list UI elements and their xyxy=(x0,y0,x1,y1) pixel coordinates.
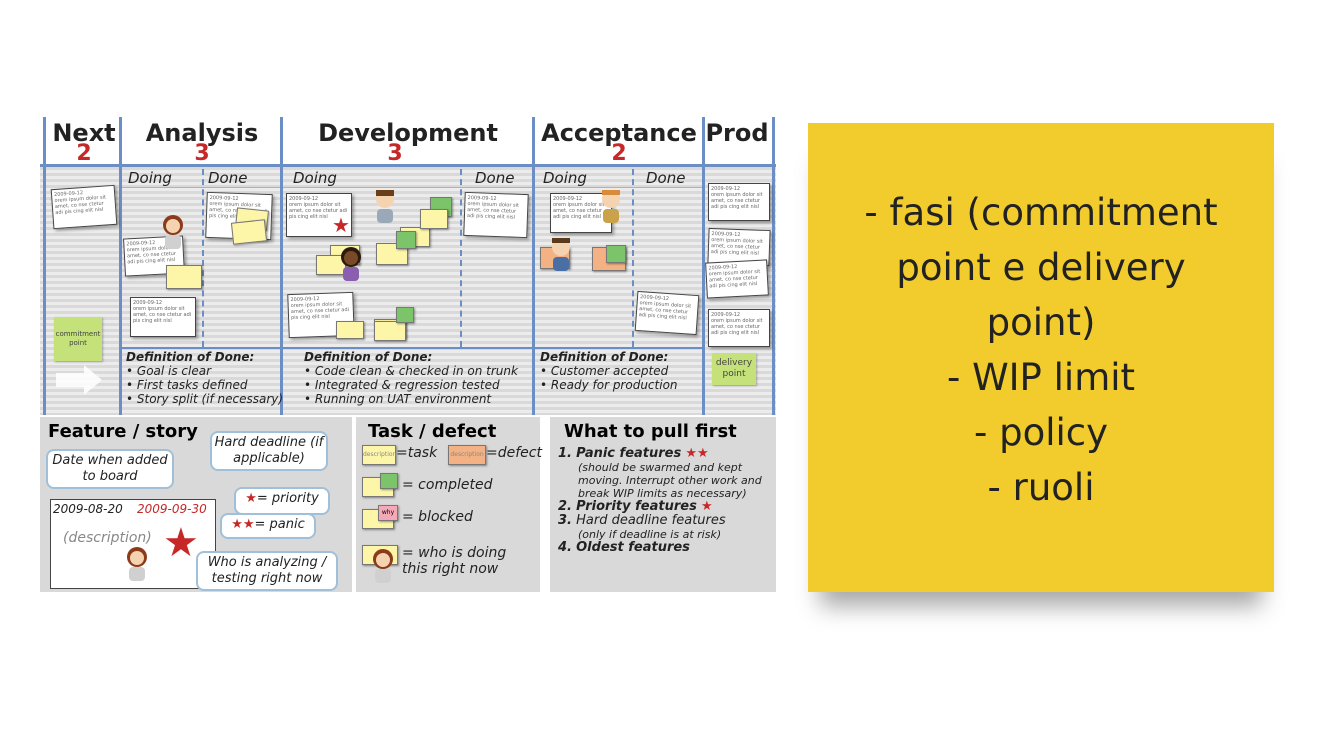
note-line: point e delivery xyxy=(896,246,1186,289)
dod-acceptance: Definition of Done: • Customer accepted … xyxy=(540,350,678,392)
developer-avatar-icon xyxy=(373,549,393,583)
kanban-board-image: Next 2 Analysis 3 Development 3 Acceptan… xyxy=(40,117,776,592)
legend-what-to-pull-first: What to pull first 1. Panic features ★★ … xyxy=(550,417,776,592)
col-analysis-title: Analysis xyxy=(145,119,259,147)
task-completed-sticky xyxy=(396,231,416,249)
task-sticky xyxy=(336,321,364,339)
col-divider xyxy=(43,117,46,415)
task-sticky xyxy=(230,219,268,245)
legend-feature-story: Feature / story Date when added to board… xyxy=(40,417,352,592)
sticky-note: - fasi (commitment point e delivery poin… xyxy=(808,123,1274,592)
developer-avatar-icon xyxy=(376,190,394,223)
col-prod-title: Prod xyxy=(705,119,769,147)
commitment-point-marker: commitment point xyxy=(54,317,102,361)
task-completed-sticky xyxy=(606,245,626,263)
col-acceptance-title: Acceptance xyxy=(541,119,697,147)
col-divider xyxy=(532,117,535,415)
who-analyzing-bubble: Who is analyzing / testing right now xyxy=(196,551,338,591)
acceptance-doing-label: Doing xyxy=(543,169,587,187)
note-line: - fasi (commitment xyxy=(864,191,1218,234)
completed-icon xyxy=(380,473,398,489)
arrow-right-icon xyxy=(56,365,102,395)
task-sticky xyxy=(166,265,202,289)
delivery-point-marker: delivery point xyxy=(712,353,756,385)
dev-doing-label: Doing xyxy=(293,169,337,187)
col-next-wip: 2 xyxy=(76,141,92,166)
dev-done-label: Done xyxy=(475,169,515,187)
sample-story-card: 2009-08-20 2009-09-30 (description) ★ xyxy=(50,499,216,589)
panic-bubble: ★★= panic xyxy=(220,513,316,539)
dod-analysis: Definition of Done: • Goal is clear • Fi… xyxy=(126,350,284,406)
task-sticky xyxy=(374,321,406,341)
tester-avatar-icon xyxy=(602,190,620,223)
note-line: - WIP limit xyxy=(946,356,1136,399)
priority-star-icon: ★ xyxy=(163,520,199,566)
header-line xyxy=(40,164,776,167)
note-line: point) xyxy=(986,301,1096,344)
col-acceptance-wip: 2 xyxy=(611,141,627,166)
col-analysis-wip: 3 xyxy=(194,141,210,166)
developer-avatar-icon xyxy=(341,247,361,281)
col-divider xyxy=(772,117,775,415)
priority-star-icon: ★ xyxy=(332,213,350,237)
dod-development: Definition of Done: • Code clean & check… xyxy=(304,350,518,406)
tester-avatar-icon xyxy=(552,238,570,271)
priority-bubble: ★= priority xyxy=(234,487,330,515)
col-next-title: Next xyxy=(52,119,116,147)
col-development-wip: 3 xyxy=(387,141,403,166)
acceptance-done-label: Done xyxy=(646,169,686,187)
analyst-avatar-icon xyxy=(127,547,147,581)
col-development-title: Development xyxy=(318,119,498,147)
note-text: - fasi (commitment point e delivery poin… xyxy=(808,185,1274,515)
task-completed-sticky xyxy=(396,307,414,323)
date-when-bubble: Date when added to board xyxy=(46,449,174,489)
analyst-avatar-icon xyxy=(163,215,183,249)
col-divider xyxy=(280,117,283,415)
analysis-done-label: Done xyxy=(208,169,248,187)
col-divider xyxy=(119,117,122,415)
hard-deadline-bubble: Hard deadline (if applicable) xyxy=(210,431,328,471)
col-divider xyxy=(702,117,705,415)
legend-task-defect: Task / defect description =task descript… xyxy=(356,417,542,592)
analysis-doing-label: Doing xyxy=(128,169,172,187)
note-line: - ruoli xyxy=(987,466,1095,509)
blocked-icon: why xyxy=(378,505,398,521)
note-line: - policy xyxy=(973,411,1109,454)
task-sticky xyxy=(420,209,448,229)
